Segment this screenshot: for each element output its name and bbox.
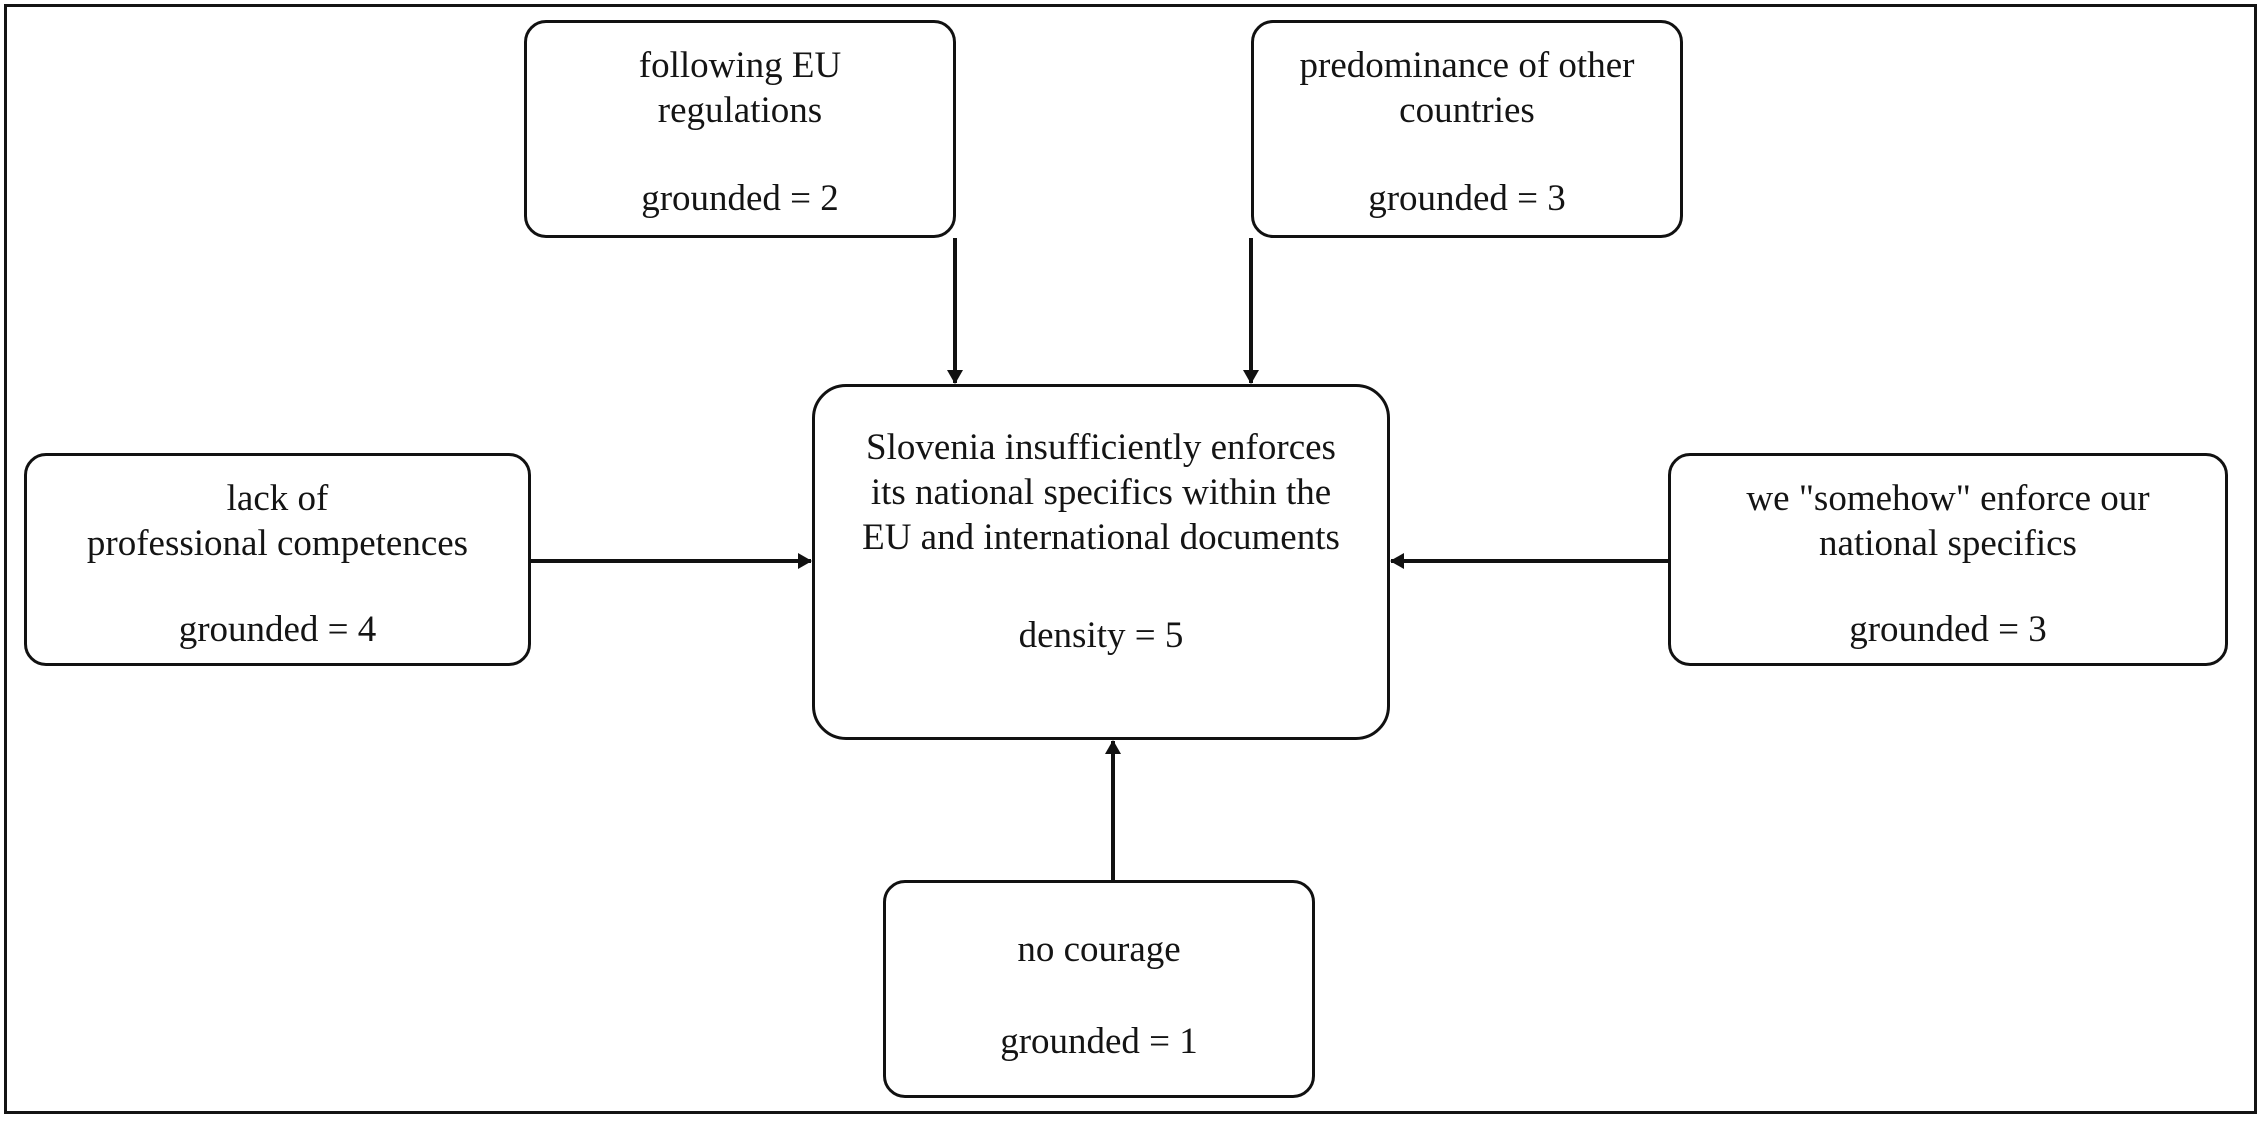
diagram-frame-border: [4, 4, 2257, 1114]
node-predominance-of-other-countries[interactable]: predominance of other countries grounded…: [1251, 20, 1683, 238]
node-no-courage[interactable]: no courage grounded = 1: [883, 880, 1315, 1098]
node-density-metric: density = 5: [1018, 615, 1184, 657]
node-title: no courage: [1017, 929, 1181, 970]
node-following-eu-regulations[interactable]: following EU regulations grounded = 2: [524, 20, 956, 238]
node-grounded-metric: grounded = 1: [1000, 1021, 1198, 1063]
node-grounded-metric: grounded = 3: [1849, 609, 2047, 651]
node-title: Slovenia insufficiently enforces its nat…: [862, 427, 1340, 559]
node-lack-of-professional-competences[interactable]: lack of professional competences grounde…: [24, 453, 531, 666]
node-grounded-metric: grounded = 2: [641, 178, 839, 220]
node-grounded-metric: grounded = 4: [178, 609, 377, 651]
node-title: predominance of other countries: [1299, 45, 1635, 132]
node-central-concept[interactable]: Slovenia insufficiently enforces its nat…: [812, 384, 1390, 740]
node-title: lack of professional competences: [86, 478, 469, 565]
node-title: we "somehow" enforce our national specif…: [1746, 478, 2150, 565]
node-we-somehow-enforce[interactable]: we "somehow" enforce our national specif…: [1668, 453, 2228, 666]
node-grounded-metric: grounded = 3: [1368, 178, 1566, 220]
node-title: following EU regulations: [638, 45, 842, 132]
